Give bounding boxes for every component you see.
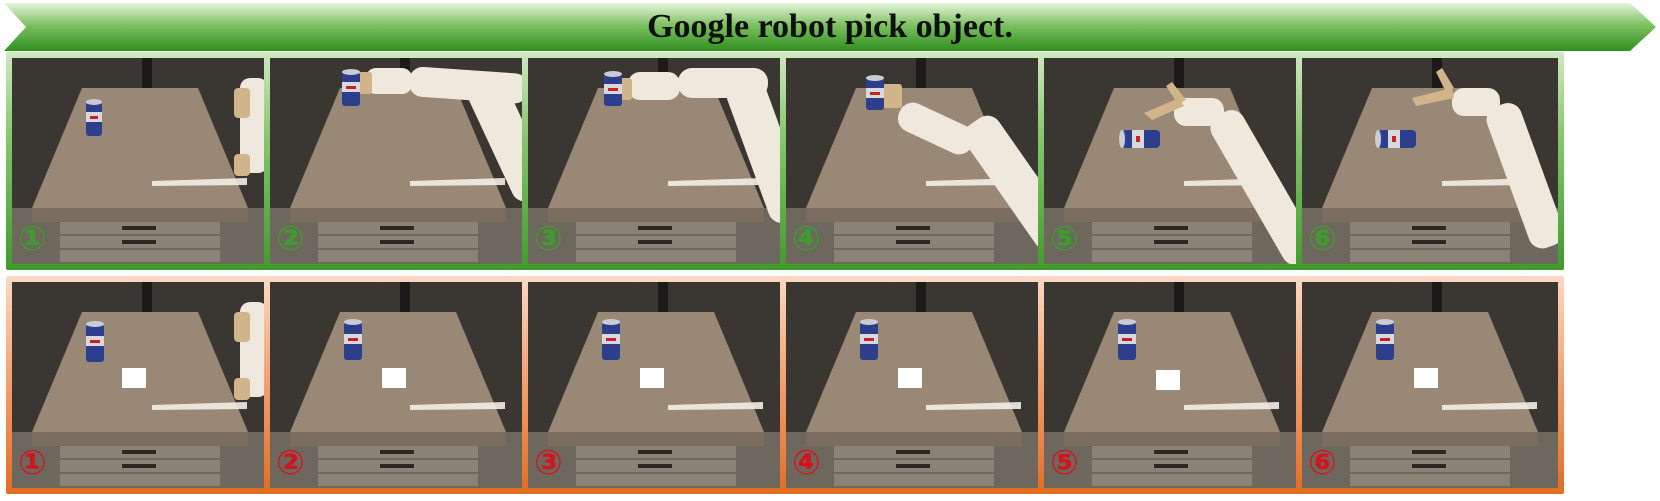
scene-photo: ② bbox=[270, 282, 526, 488]
title-banner: Google robot pick object. bbox=[4, 3, 1656, 51]
step-number: ① bbox=[18, 443, 47, 483]
can-object bbox=[1375, 130, 1416, 148]
step-number: ⑥ bbox=[1308, 219, 1337, 259]
target-marker bbox=[382, 368, 406, 388]
success-frame-6: ⑥ bbox=[1296, 52, 1564, 270]
step-number: ④ bbox=[792, 219, 821, 259]
failure-frame-6: ⑥ bbox=[1296, 276, 1564, 494]
success-frame-3: ③ bbox=[522, 52, 790, 270]
can-object bbox=[602, 319, 620, 360]
scene-photo: ⑥ bbox=[1302, 282, 1558, 488]
failure-frame-2: ② bbox=[264, 276, 532, 494]
success-frame-2: ② bbox=[264, 52, 532, 270]
step-number: ⑥ bbox=[1308, 443, 1337, 483]
target-marker bbox=[640, 368, 664, 388]
scene-photo: ③ bbox=[528, 58, 784, 264]
failure-row: ① bbox=[6, 276, 1656, 494]
step-number: ⑤ bbox=[1050, 219, 1079, 259]
step-number: ④ bbox=[792, 443, 821, 483]
success-frame-1: ① bbox=[6, 52, 274, 270]
scene-photo: ⑤ bbox=[1044, 58, 1300, 264]
robot-arm bbox=[234, 302, 268, 400]
scene-photo: ① bbox=[12, 58, 268, 264]
can-object bbox=[1118, 319, 1136, 360]
scene-photo: ⑤ bbox=[1044, 282, 1300, 488]
step-number: ① bbox=[18, 219, 47, 259]
scene-photo: ⑥ bbox=[1302, 58, 1558, 264]
scene-photo: ③ bbox=[528, 282, 784, 488]
success-row: ① bbox=[6, 52, 1656, 270]
step-number: ③ bbox=[534, 443, 563, 483]
can-object bbox=[86, 99, 102, 136]
can-object bbox=[1376, 319, 1394, 360]
can-object bbox=[1119, 130, 1160, 148]
robot-arm bbox=[234, 78, 268, 176]
step-number: ② bbox=[276, 219, 305, 259]
success-frame-5: ⑤ bbox=[1038, 52, 1306, 270]
page-title: Google robot pick object. bbox=[647, 8, 1013, 45]
success-frame-4: ④ bbox=[780, 52, 1048, 270]
failure-frame-4: ④ bbox=[780, 276, 1048, 494]
scene-photo: ② bbox=[270, 58, 526, 264]
robot-arm bbox=[882, 84, 1042, 251]
robot-arm bbox=[616, 68, 784, 224]
scene-photo: ④ bbox=[786, 58, 1042, 264]
robot-arm bbox=[1412, 68, 1558, 249]
failure-frame-3: ③ bbox=[522, 276, 790, 494]
target-marker bbox=[122, 368, 146, 388]
target-marker bbox=[898, 368, 922, 388]
target-marker bbox=[1156, 370, 1180, 390]
banner-arrow-shape bbox=[4, 3, 1656, 51]
failure-frame-5: ⑤ bbox=[1038, 276, 1306, 494]
step-number: ③ bbox=[534, 219, 563, 259]
target-marker bbox=[1414, 368, 1438, 388]
can-object bbox=[344, 319, 362, 360]
step-number: ② bbox=[276, 443, 305, 483]
scene-photo: ① bbox=[12, 282, 268, 488]
failure-frame-1: ① bbox=[6, 276, 274, 494]
can-object bbox=[604, 71, 622, 106]
can-object bbox=[866, 75, 884, 110]
can-object bbox=[342, 69, 360, 106]
can-object bbox=[86, 321, 104, 362]
step-number: ⑤ bbox=[1050, 443, 1079, 483]
scene-photo: ④ bbox=[786, 282, 1042, 488]
robot-arm bbox=[358, 66, 526, 202]
robot-arm bbox=[1144, 82, 1300, 264]
can-object bbox=[860, 319, 878, 360]
